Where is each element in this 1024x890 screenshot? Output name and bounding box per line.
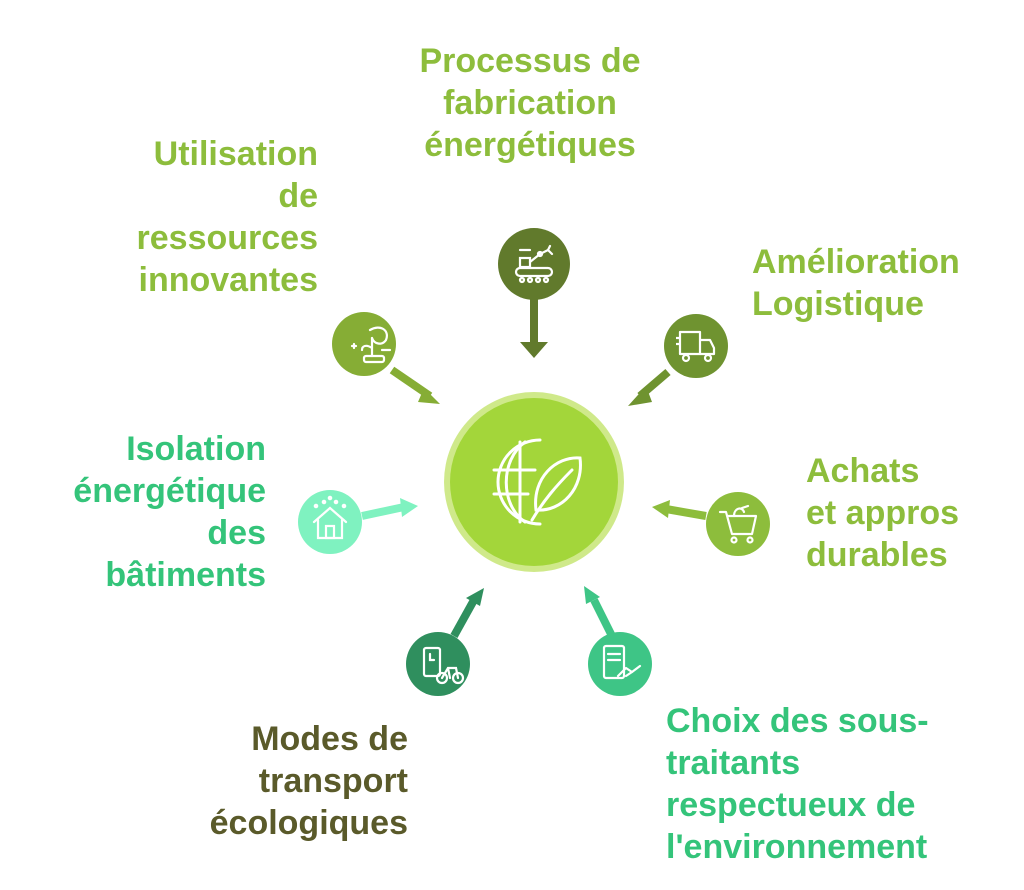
label-line: de [278, 177, 318, 215]
label-line: énergétique [73, 472, 266, 510]
connector-top-left [389, 366, 440, 404]
connector-bottom-left [450, 588, 484, 638]
node-top-right-circle [664, 314, 728, 378]
phone-bicycle-icon [422, 646, 465, 685]
shopping-cart-icon [718, 504, 758, 544]
node-right-circle [706, 492, 770, 556]
label-modes-transport: Modes de transport écologiques [170, 718, 408, 844]
label-amelioration-logistique: Amélioration Logistique [752, 241, 1012, 325]
label-line: traitants [666, 744, 801, 782]
robot-arm-conveyor-icon [514, 244, 554, 284]
label-line: écologiques [209, 804, 408, 842]
label-line: Utilisation [153, 135, 318, 173]
truck-icon [676, 330, 716, 363]
label-achats-durables: Achats et appros durables [806, 450, 1006, 576]
label-utilisation-ressources: Utilisation de ressources innovantes [100, 133, 318, 301]
node-bottom-left-circle [406, 632, 470, 696]
globe-leaf-icon [492, 438, 582, 526]
node-top-circle [498, 228, 570, 300]
label-line: et appros [806, 494, 960, 532]
label-line: Isolation [126, 430, 266, 468]
node-top-left-circle [332, 312, 396, 376]
label-line: énergétiques [424, 126, 636, 164]
connector-left [361, 498, 418, 520]
label-line: Amélioration [752, 243, 960, 281]
connector-right [652, 500, 707, 520]
center-hub [444, 392, 624, 572]
label-line: des [207, 514, 266, 552]
label-line: fabrication [443, 84, 617, 122]
label-isolation-batiments: Isolation énergétique des bâtiments [60, 428, 266, 596]
connector-bottom-right [584, 586, 616, 638]
node-bottom-right-circle [588, 632, 652, 696]
label-line: innovantes [138, 261, 318, 299]
label-line: Achats [806, 452, 920, 490]
label-line: l'environnement [666, 828, 928, 866]
label-line: Choix des sous- [666, 702, 929, 740]
insulated-house-icon [312, 495, 348, 540]
label-line: Processus de [419, 42, 641, 80]
contract-handshake-icon [602, 644, 642, 680]
label-line: durables [806, 536, 948, 574]
connector-top-right [628, 368, 671, 406]
label-processus-fabrication: Processus de fabrication énergétiques [400, 40, 660, 166]
label-line: ressources [136, 219, 318, 257]
label-line: transport [258, 762, 408, 800]
label-line: Logistique [752, 285, 924, 323]
label-line: Modes de [251, 720, 408, 758]
plant-sparkle-icon [350, 326, 392, 364]
label-choix-sous-traitants: Choix des sous- traitants respectueux de… [666, 700, 966, 868]
connector-top [520, 290, 548, 358]
node-left-circle [298, 490, 362, 554]
label-line: bâtiments [105, 556, 266, 594]
label-line: respectueux de [666, 786, 916, 824]
